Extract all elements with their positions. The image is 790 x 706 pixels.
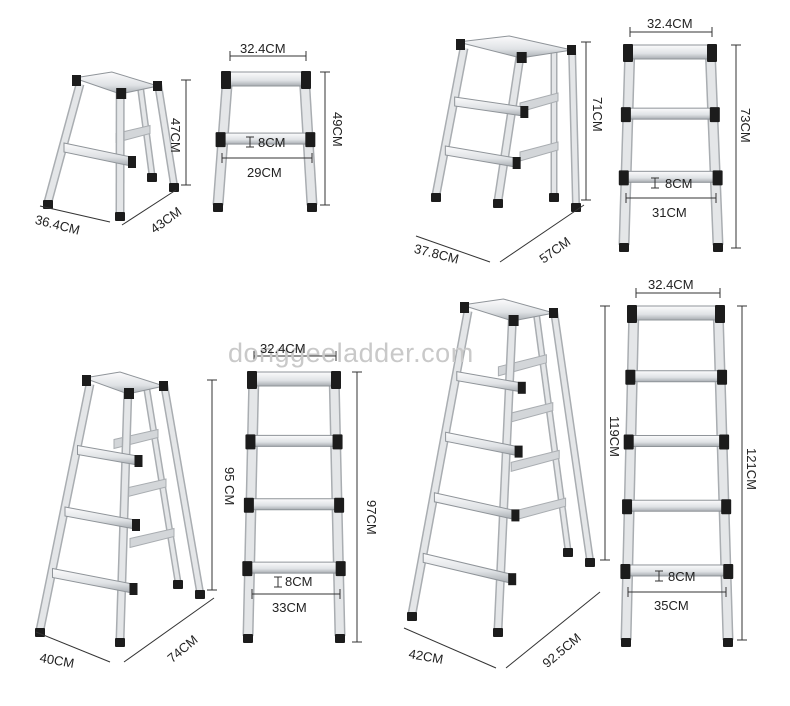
p3-front-step-1: [251, 434, 337, 447]
p2-side-depth-dim: [415, 235, 491, 263]
p3-side-ladder: [35, 371, 205, 647]
p1-front-bottom-width-dim: [221, 153, 313, 163]
p1-front-step-gap-label: 8CM: [258, 135, 286, 150]
p1-front-height-label: 49CM: [330, 112, 345, 147]
p3-side-height-label: 95 CM: [222, 467, 237, 506]
p1-side-height-dim: [181, 79, 191, 186]
p3-top-platform-front: [253, 371, 335, 387]
p3-front-ladder: [242, 371, 346, 643]
p1-front-height-dim: [320, 71, 330, 206]
p3-front-top-width-label: 32.4CM: [260, 341, 306, 356]
p3-front-step-gap-mark: [274, 576, 282, 588]
p1-side-ladder: [43, 71, 179, 221]
p2-front-bottom-width-label: 31CM: [652, 205, 687, 220]
p4-front-bottom-width-label: 35CM: [654, 598, 689, 613]
p4-front-step-2: [630, 434, 723, 447]
p4-front-ladder: [620, 305, 734, 647]
p3-side-depth-dim: [35, 631, 111, 663]
p3-front-height-dim: [352, 371, 362, 643]
p2-side-height-dim: [581, 41, 591, 201]
p1-front-bottom-width-label: 29CM: [247, 165, 282, 180]
p4-front-top-width-label: 32.4CM: [648, 277, 694, 292]
p1-side-width-dim: [121, 189, 177, 226]
p3-side-height-dim: [207, 379, 217, 591]
p4-top-platform-front: [633, 305, 719, 321]
p3-front-step-3: [248, 561, 340, 574]
p2-side-height-label: 71CM: [590, 97, 605, 132]
p4-side-height-label: 119CM: [607, 416, 622, 457]
p3-front-top-width-dim: [253, 351, 337, 361]
p3-side-width-dim: [123, 597, 215, 663]
p3-front-bottom-width-dim: [251, 589, 341, 599]
p2-front-height-label: 73CM: [738, 108, 753, 143]
p4-front-step-gap-label: 8CM: [668, 569, 696, 584]
p4-front-top-width-dim: [635, 288, 721, 298]
p1-front-top-width-dim: [229, 51, 307, 61]
p3-front-step-gap-label: 8CM: [285, 574, 313, 589]
p2-front-step-gap-label: 8CM: [665, 176, 693, 191]
p4-side-ladder: [407, 298, 595, 637]
p1-side-depth-dim: [39, 205, 111, 223]
p2-front-bottom-width-dim: [625, 193, 717, 203]
p2-front-top-width-dim: [629, 27, 713, 37]
p4-side-depth-dim: [403, 627, 497, 669]
watermark-text: donggeeladder.com: [228, 338, 474, 368]
p1-front-ladder: [212, 71, 318, 212]
p3-front-height-label: 97CM: [364, 500, 379, 535]
p2-front-top-width-label: 32.4CM: [647, 16, 693, 31]
p1-front-step-gap-mark: [246, 136, 254, 148]
p4-side-width-dim: [505, 591, 601, 669]
p4-front-height-label: 121CM: [744, 448, 759, 490]
p2-front-step-gap-mark: [651, 177, 659, 189]
p2-top-platform-front: [629, 44, 711, 60]
p4-front-step-gap-mark: [655, 570, 663, 582]
p2-front-height-dim: [731, 44, 741, 249]
p4-front-height-dim: [737, 305, 747, 641]
p1-side-height-label: 47CM: [168, 118, 183, 153]
p3-front-step-2: [250, 498, 338, 511]
p1-front-top-width-label: 32.4CM: [240, 41, 286, 56]
p4-front-step-1: [631, 370, 721, 383]
p1-top-platform-front: [227, 71, 305, 87]
p3-front-bottom-width-label: 33CM: [272, 600, 307, 615]
p2-front-step-1: [627, 107, 714, 120]
p4-side-height-dim: [600, 305, 610, 561]
p4-front-bottom-width-dim: [627, 587, 727, 597]
p4-front-step-3: [628, 499, 725, 512]
p2-side-width-dim: [499, 204, 585, 263]
p2-front-ladder: [618, 44, 724, 252]
p2-side-ladder: [431, 35, 581, 212]
p1-top-platform: [73, 71, 159, 95]
